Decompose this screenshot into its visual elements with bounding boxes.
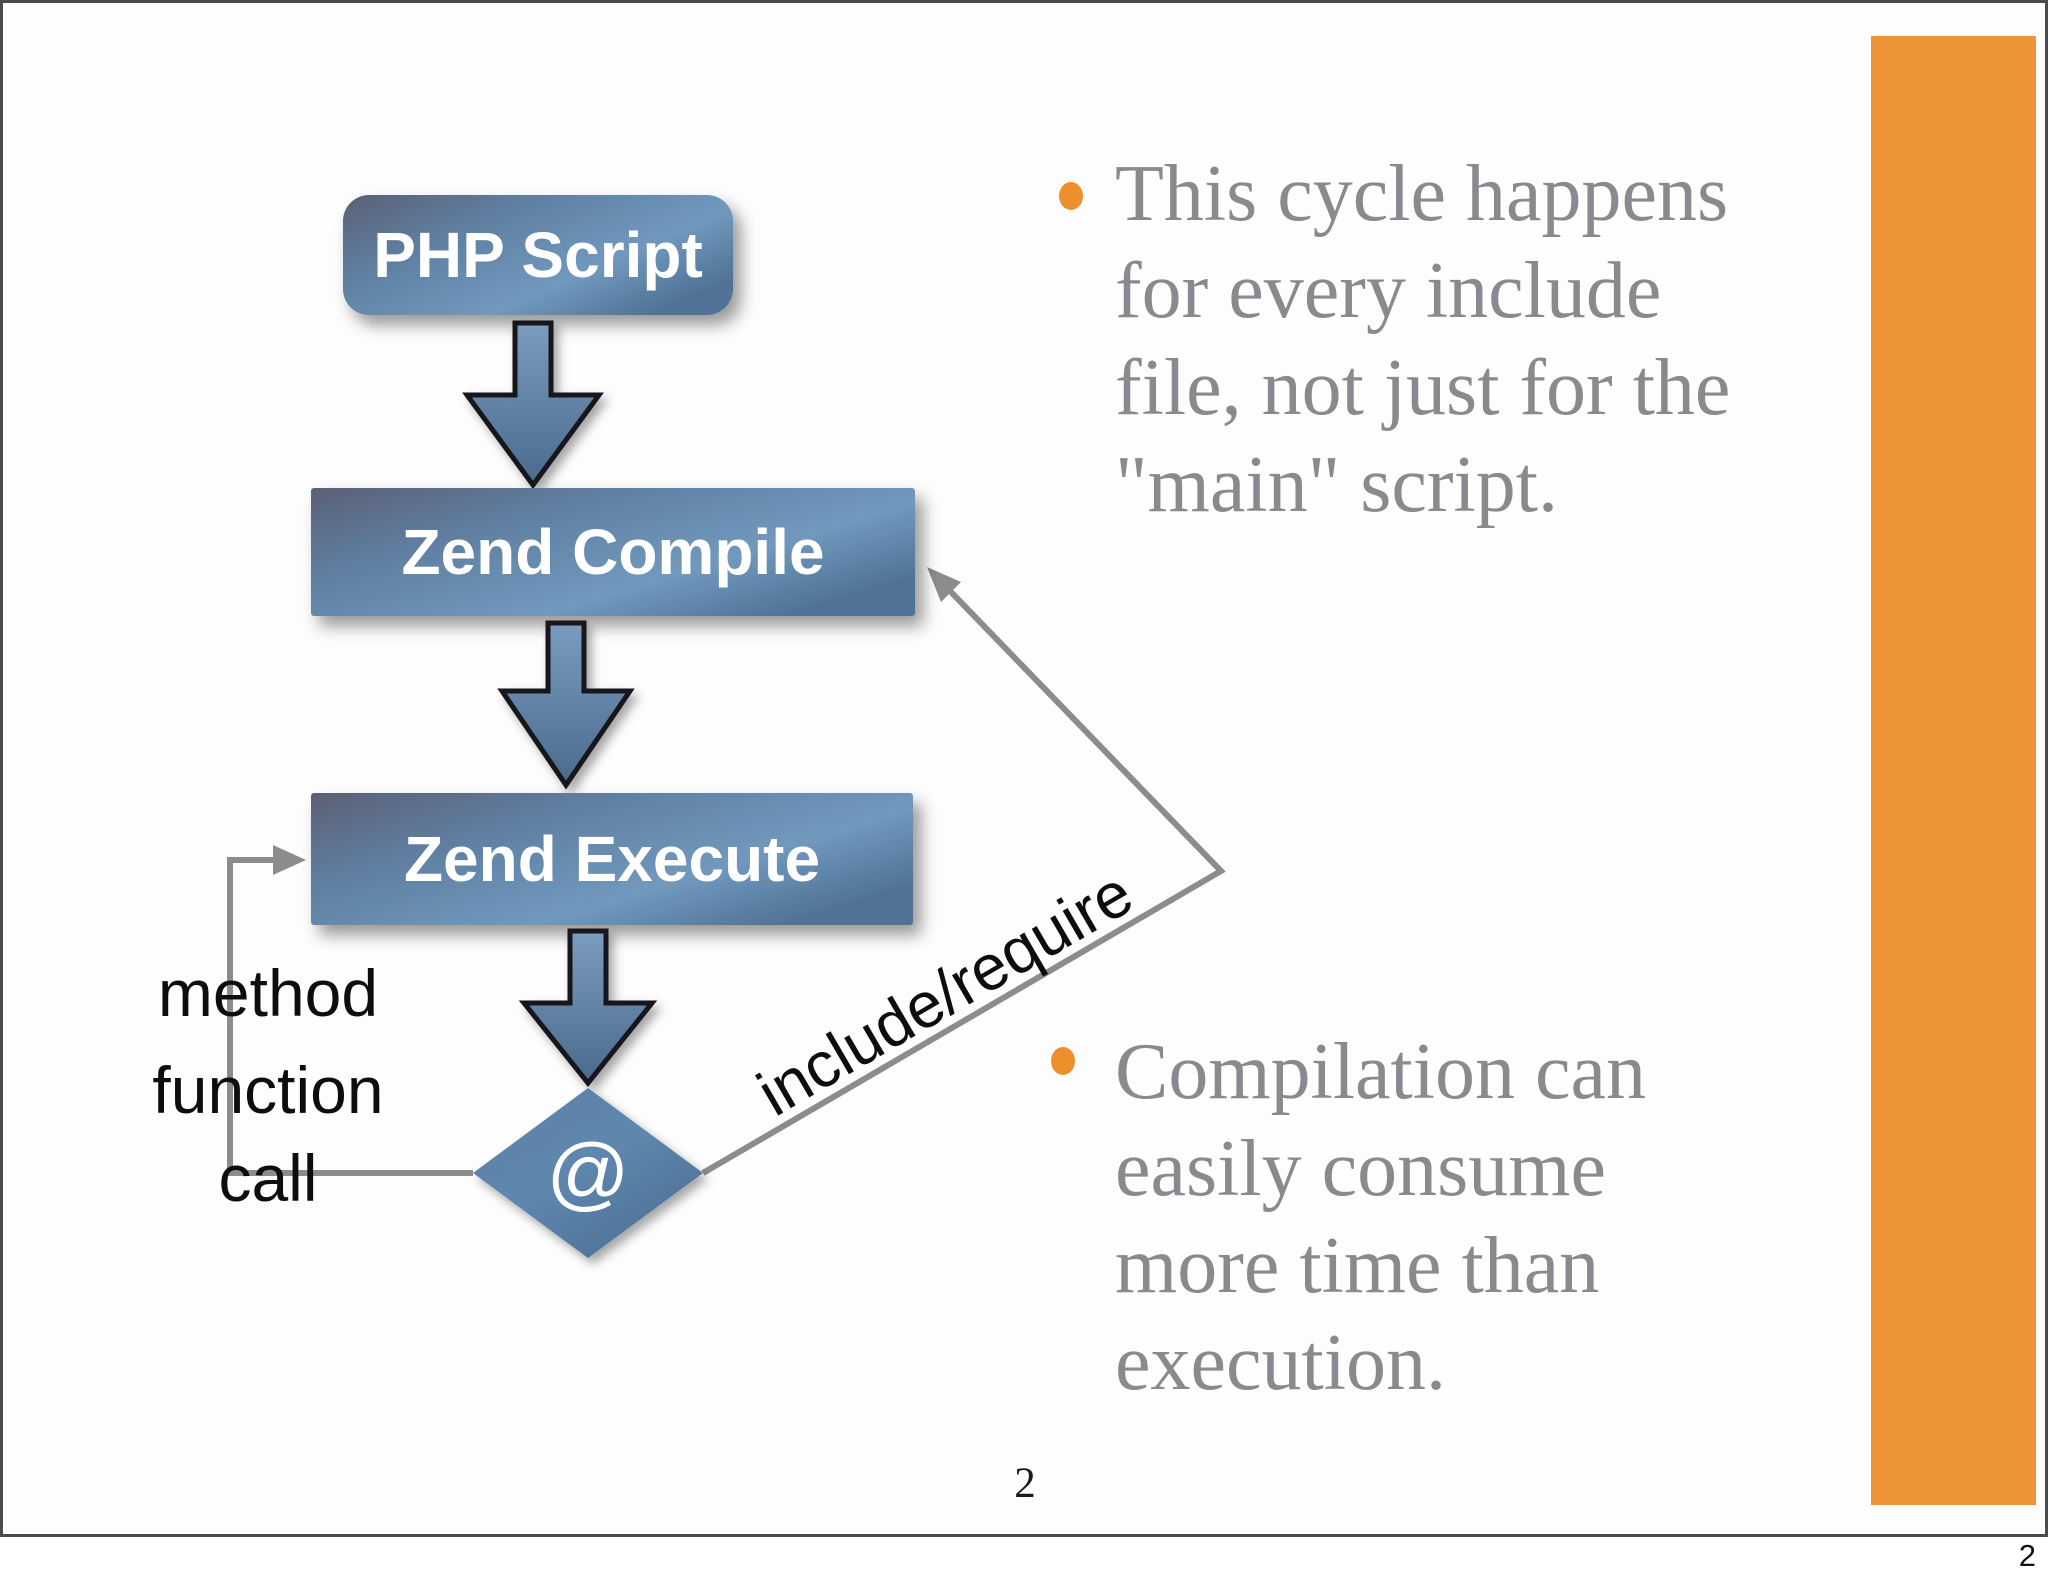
flow-arrow-php-to-compile-icon	[462, 320, 604, 490]
outer-page-number: 2	[2018, 1538, 2036, 1573]
bullet-1-line-1: This cycle happens	[1115, 150, 1729, 238]
loop-connector-line	[227, 857, 473, 1176]
node-php-script	[343, 195, 733, 315]
bullet-2-line-2: easily consume	[1115, 1125, 1606, 1213]
bullet-dot-icon	[1059, 182, 1083, 210]
accent-bar	[1871, 36, 2036, 1505]
bullet-dot-icon	[1051, 1047, 1075, 1075]
node-zend-execute	[311, 793, 913, 925]
loop-label-method: method	[158, 956, 378, 1030]
bullet-1-line-3: file, not just for the	[1115, 344, 1731, 432]
decision-at-symbol: @	[546, 1128, 629, 1219]
node-zend-compile	[311, 488, 915, 616]
bullet-1-line-4: "main" script.	[1115, 441, 1559, 529]
flow-arrow-execute-to-decision-icon	[518, 928, 658, 1088]
bullet-2-line-3: more time than	[1115, 1222, 1600, 1310]
node-php-script-label: PHP Script	[373, 219, 703, 291]
flowchart-diagram: PHP Script Zend Compile Zend Execute @ m…	[152, 195, 1226, 1258]
slide-canvas: PHP Script Zend Compile Zend Execute @ m…	[0, 0, 2048, 1537]
bullet-2-line-4: execution.	[1115, 1319, 1446, 1407]
loop-connector-arrowhead-icon	[273, 845, 306, 875]
flow-arrow-compile-to-execute-icon	[497, 620, 635, 790]
node-zend-execute-label: Zend Execute	[404, 823, 820, 895]
bullet-text-1: This cycle happens for every include fil…	[1115, 146, 1730, 534]
bullet-text-2: Compilation can easily consume more time…	[1115, 1024, 1646, 1412]
bullet-1-line-2: for every include	[1115, 247, 1662, 335]
decision-diamond	[473, 1088, 703, 1258]
slide-page-number: 2	[1014, 1460, 1036, 1507]
include-connector-line	[701, 589, 1226, 1176]
node-zend-compile-label: Zend Compile	[401, 516, 824, 588]
loop-label-call: call	[218, 1141, 317, 1215]
bullet-2-line-1: Compilation can	[1115, 1028, 1647, 1116]
include-connector-arrowhead-icon	[927, 567, 961, 602]
loop-label-function: function	[152, 1053, 383, 1127]
